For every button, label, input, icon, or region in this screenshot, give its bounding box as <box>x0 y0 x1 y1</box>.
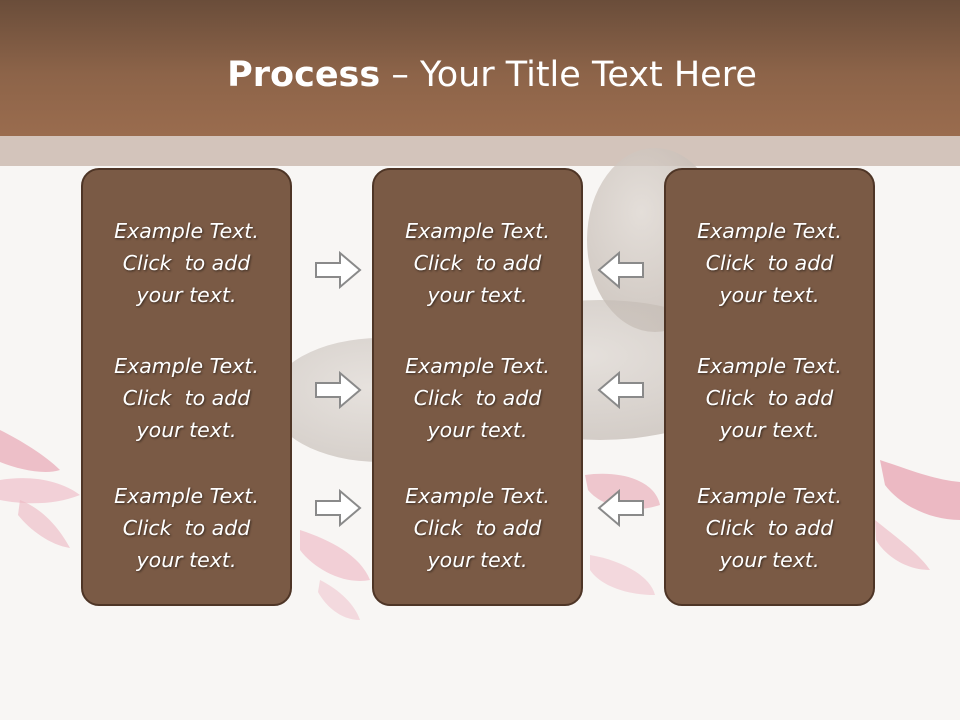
title-banner <box>0 0 960 136</box>
item-line: Click to add <box>413 516 542 540</box>
item-line: Click to add <box>413 386 542 410</box>
item-line: Example Text. <box>114 354 259 378</box>
slide-title-rest: – Your Title Text Here <box>380 55 757 95</box>
text-item[interactable]: Example Text. Click to add your text. <box>666 215 873 311</box>
item-line: Example Text. <box>697 484 842 508</box>
item-line: Example Text. <box>114 484 259 508</box>
text-item[interactable]: Example Text. Click to add your text. <box>374 215 581 311</box>
arrow-left-icon <box>597 488 644 528</box>
item-line: Click to add <box>705 516 834 540</box>
item-line: Example Text. <box>405 219 550 243</box>
arrow-right-icon <box>315 488 362 528</box>
item-line: Click to add <box>413 251 542 275</box>
item-line: your text. <box>427 418 528 442</box>
item-line: your text. <box>427 548 528 572</box>
item-line: Example Text. <box>405 484 550 508</box>
item-line: Example Text. <box>697 354 842 378</box>
text-item[interactable]: Example Text. Click to add your text. <box>83 215 290 311</box>
item-line: your text. <box>719 283 820 307</box>
text-item[interactable]: Example Text. Click to add your text. <box>374 350 581 446</box>
arrow-left-icon <box>597 250 644 290</box>
item-line: your text. <box>136 283 237 307</box>
item-line: Example Text. <box>697 219 842 243</box>
text-item[interactable]: Example Text. Click to add your text. <box>83 480 290 576</box>
slide-title[interactable]: Process – Your Title Text Here <box>0 52 960 98</box>
process-box-right[interactable]: Example Text. Click to add your text. Ex… <box>664 168 875 606</box>
text-item[interactable]: Example Text. Click to add your text. <box>666 480 873 576</box>
item-line: Example Text. <box>114 219 259 243</box>
item-line: Click to add <box>122 251 251 275</box>
text-item[interactable]: Example Text. Click to add your text. <box>666 350 873 446</box>
item-line: Click to add <box>122 386 251 410</box>
item-line: Click to add <box>705 251 834 275</box>
item-line: Click to add <box>705 386 834 410</box>
item-line: your text. <box>719 548 820 572</box>
text-item[interactable]: Example Text. Click to add your text. <box>83 350 290 446</box>
process-box-middle[interactable]: Example Text. Click to add your text. Ex… <box>372 168 583 606</box>
item-line: Click to add <box>122 516 251 540</box>
item-line: Example Text. <box>405 354 550 378</box>
arrow-right-icon <box>315 250 362 290</box>
item-line: your text. <box>427 283 528 307</box>
process-box-left[interactable]: Example Text. Click to add your text. Ex… <box>81 168 292 606</box>
title-underbar <box>0 136 960 166</box>
item-line: your text. <box>719 418 820 442</box>
arrow-left-icon <box>597 370 644 410</box>
item-line: your text. <box>136 548 237 572</box>
item-line: your text. <box>136 418 237 442</box>
text-item[interactable]: Example Text. Click to add your text. <box>374 480 581 576</box>
slide-title-bold: Process <box>227 55 381 95</box>
arrow-right-icon <box>315 370 362 410</box>
